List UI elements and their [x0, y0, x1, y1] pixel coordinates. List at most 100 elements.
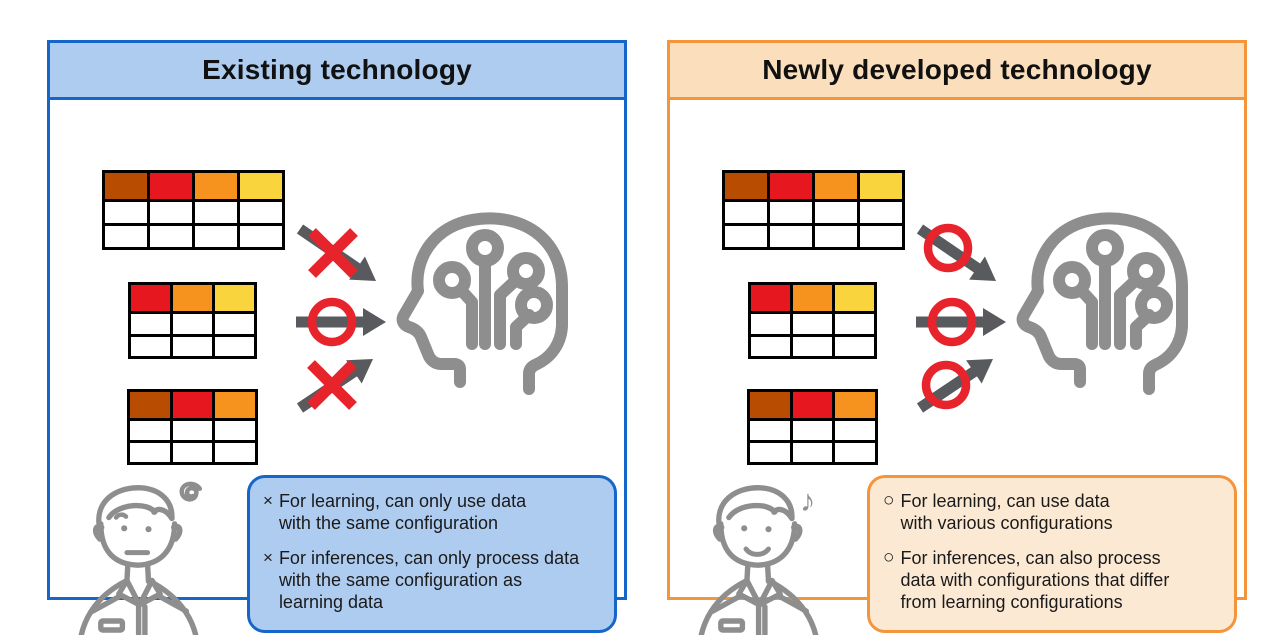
table-cell — [835, 443, 875, 462]
table-header-cell — [835, 392, 875, 418]
cross-mark-icon — [307, 360, 357, 410]
table-header-cell — [105, 173, 147, 199]
panel-newly-developed-technology: Newly developed technology — [667, 40, 1247, 635]
panel-title: Existing technology — [202, 54, 472, 85]
table-cell — [750, 421, 790, 440]
circuit-node-icon — [1053, 261, 1091, 299]
data-table — [722, 170, 905, 250]
table-cell — [215, 443, 255, 462]
eye — [145, 526, 152, 533]
table-cell — [835, 421, 875, 440]
shirt-pocket — [718, 618, 746, 633]
ring-mark-icon — [927, 297, 977, 347]
table-cell — [725, 226, 767, 247]
note-line: For inferences, can only process data — [278, 548, 580, 568]
circuit-node-icon — [507, 252, 545, 290]
ring-mark-icon — [307, 297, 357, 347]
table-cell — [130, 421, 170, 440]
arrows-layer — [916, 223, 1006, 413]
squiggle-icon — [179, 481, 203, 502]
hair — [96, 485, 175, 532]
happy-person-icon: ♪ — [698, 484, 819, 635]
table-cell — [770, 202, 812, 223]
hair — [106, 502, 158, 521]
table-cell — [172, 421, 213, 440]
table-cell — [835, 314, 874, 334]
collar — [736, 577, 763, 608]
note-line: with the same configuration as — [278, 570, 523, 590]
circle-ok-marker: ○ — [883, 490, 895, 511]
panel-header: Newly developed technology — [670, 43, 1244, 100]
table-header-cell — [215, 285, 254, 311]
table-header-cell — [195, 173, 237, 199]
note-line: For inferences, can also process — [900, 548, 1161, 568]
data-table — [748, 282, 877, 359]
shirt-seam — [90, 594, 122, 614]
table-header-cell — [131, 285, 170, 311]
table-header-cell — [815, 173, 857, 199]
shirt-pocket — [98, 618, 126, 633]
eye — [741, 525, 748, 532]
ear — [791, 523, 803, 542]
table-cell — [215, 336, 254, 356]
circuit-trace — [455, 284, 478, 350]
circuit-trace — [1130, 309, 1155, 350]
table-cell — [793, 314, 832, 334]
face-outline — [98, 521, 178, 568]
table-cell — [725, 202, 767, 223]
note-line: learning data — [278, 592, 384, 612]
worried-eyebrow — [113, 512, 129, 520]
table-header-cell — [751, 285, 790, 311]
panel-title: Newly developed technology — [762, 54, 1152, 85]
table-cell — [793, 336, 832, 356]
table-cell — [835, 336, 874, 356]
shirt-seam — [777, 594, 809, 614]
table-header-cell — [835, 285, 874, 311]
note-line: data with configurations that differ — [900, 570, 1170, 590]
table-header-cell — [150, 173, 192, 199]
head-outline — [1016, 212, 1188, 395]
panel-existing-technology: Existing technology — [47, 40, 627, 635]
data-table — [127, 389, 258, 465]
circuit-trace — [510, 309, 535, 350]
person-slot — [63, 477, 243, 635]
ai-head-slot — [1010, 207, 1230, 427]
circuit-node-icon — [1127, 252, 1165, 290]
table-cell — [195, 226, 237, 247]
collar — [136, 577, 163, 608]
hair — [726, 502, 778, 521]
table-cell — [105, 226, 147, 247]
table-cell — [173, 336, 212, 356]
note-line: with the same configuration — [278, 513, 499, 533]
collar — [756, 577, 783, 608]
table-cell — [792, 443, 833, 462]
table-cell — [150, 202, 192, 223]
circuit-node-icon — [433, 261, 471, 299]
hair — [716, 485, 795, 532]
ai-head-icon — [396, 212, 568, 395]
table-header-cell — [770, 173, 812, 199]
worried-person-icon — [78, 481, 203, 635]
data-table — [128, 282, 257, 359]
table-cell — [215, 421, 255, 440]
table-cell — [860, 226, 902, 247]
smile-mouth — [743, 546, 771, 557]
ai-head-icon — [1016, 212, 1188, 395]
table-cell — [240, 226, 282, 247]
cross-marker: × — [263, 491, 273, 510]
table-cell — [750, 443, 790, 462]
table-cell — [172, 443, 213, 462]
eye — [765, 526, 772, 533]
table-cell — [195, 202, 237, 223]
eye — [121, 525, 128, 532]
